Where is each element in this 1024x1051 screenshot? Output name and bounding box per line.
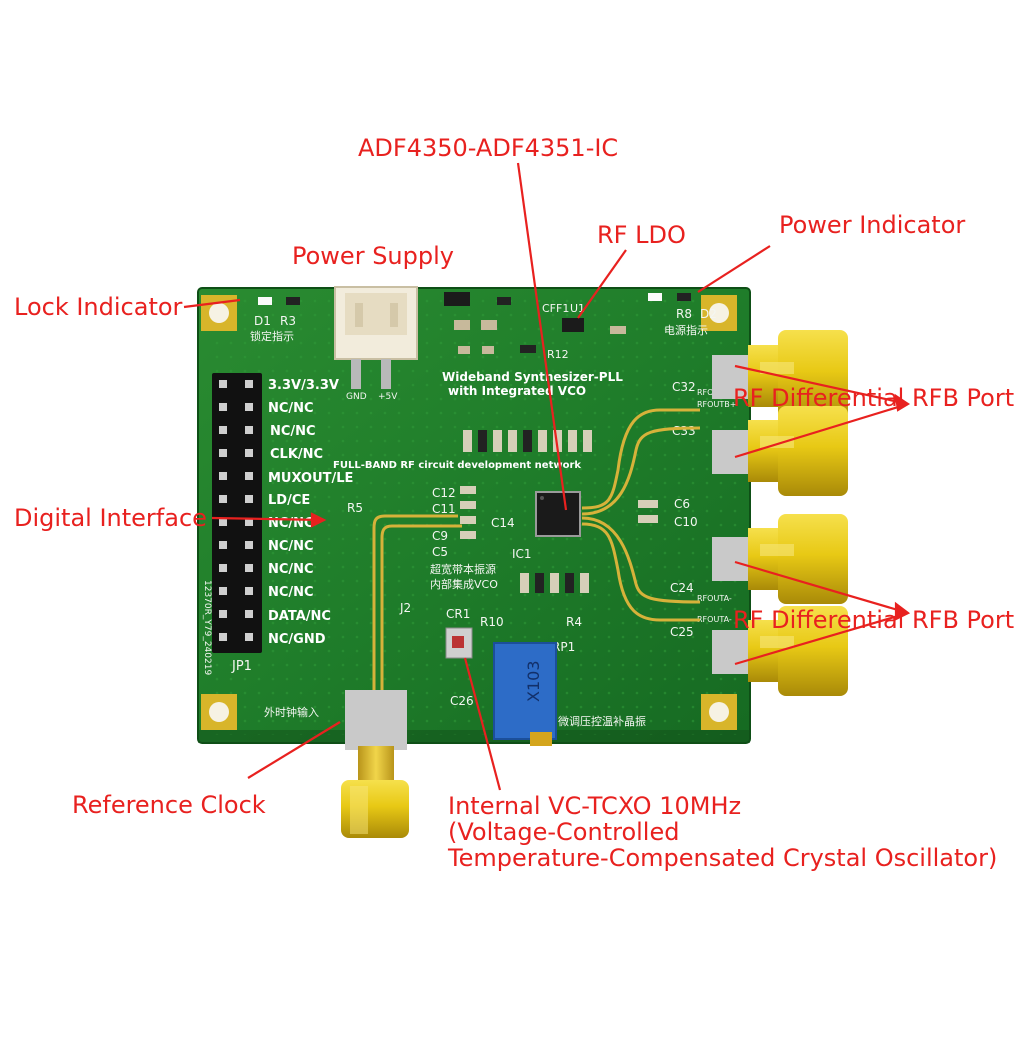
passive-array	[460, 430, 658, 593]
svg-text:+5V: +5V	[378, 392, 398, 402]
svg-text:with Integrated VCO: with Integrated VCO	[448, 384, 586, 398]
svg-text:微调压控温补晶振: 微调压控温补晶振	[558, 714, 646, 728]
pin-label: NC/NC	[268, 585, 314, 600]
svg-text:C25: C25	[670, 625, 694, 639]
svg-text:C6: C6	[674, 497, 690, 511]
vctcxo-callout: Internal VC-TCXO 10MHz (Voltage-Controll…	[448, 792, 998, 872]
svg-text:D2: D2	[700, 307, 717, 321]
pin-label: NC/NC	[268, 401, 314, 416]
mounting-holes	[201, 295, 737, 730]
svg-text:GND: GND	[346, 392, 367, 402]
svg-text:C26: C26	[450, 694, 474, 708]
svg-text:C14: C14	[491, 516, 515, 530]
svg-text:R8: R8	[676, 307, 692, 321]
power-supply-callout: Power Supply	[292, 242, 454, 270]
svg-text:外时钟输入: 外时钟输入	[264, 705, 319, 719]
trimmer-pot: X103	[493, 642, 557, 746]
rf-port-callout-bottom: RF Differential RFB Port	[733, 606, 1015, 634]
svg-text:JP1: JP1	[231, 659, 252, 674]
svg-text:R4: R4	[566, 615, 582, 629]
pin-label: NC/NC	[268, 562, 314, 577]
svg-text:C33: C33	[672, 424, 696, 438]
svg-text:C9: C9	[432, 529, 448, 543]
svg-text:C12: C12	[432, 486, 456, 500]
svg-text:D1: D1	[254, 314, 271, 328]
sma-connectors-right	[712, 330, 848, 696]
svg-text:RFOUTA-: RFOUTA-	[697, 615, 732, 624]
svg-text:RFOUTA-: RFOUTA-	[697, 594, 732, 603]
pin-label: DATA/NC	[268, 609, 331, 624]
pin-label: NC/NC	[270, 424, 316, 439]
pot-code: X103	[524, 661, 543, 703]
svg-text:C5: C5	[432, 545, 448, 559]
reference-clock-callout: Reference Clock	[72, 791, 266, 819]
svg-text:FULL-BAND RF circuit developme: FULL-BAND RF circuit development network	[333, 460, 581, 471]
svg-text:C11: C11	[432, 502, 456, 516]
svg-text:C24: C24	[670, 581, 694, 595]
lock-indicator-callout: Lock Indicator	[14, 293, 183, 321]
svg-text:Wideband Synthesizer-PLL: Wideband Synthesizer-PLL	[442, 370, 623, 384]
svg-text:RFOUTB+: RFOUTB+	[697, 400, 736, 409]
sma-connector-bottom	[341, 690, 409, 838]
adf4350-chip	[535, 491, 581, 537]
pin-label: CLK/NC	[270, 447, 323, 462]
svg-text:R5: R5	[347, 501, 363, 515]
crystal-oscillator	[445, 627, 473, 659]
svg-text:电源指示: 电源指示	[664, 323, 708, 337]
pin-label: NC/NC	[268, 539, 314, 554]
pin-label: LD/CE	[268, 493, 310, 508]
digital-interface-callout: Digital Interface	[14, 504, 207, 532]
svg-text:C10: C10	[674, 515, 698, 529]
svg-text:12370R_Y79_240219: 12370R_Y79_240219	[202, 580, 212, 675]
svg-text:R12: R12	[547, 348, 569, 361]
rf-traces	[372, 408, 701, 700]
callout-arrows	[183, 162, 911, 791]
svg-text:J2: J2	[399, 601, 411, 615]
power-indicator-callout: Power Indicator	[779, 211, 966, 239]
board-silkscreen: D1 R3 R8 D2 CFF1 U1 R12 C32 C33 C6 C10 C…	[202, 302, 736, 728]
svg-text:CFF1: CFF1	[542, 302, 569, 315]
svg-text:锁定指示: 锁定指示	[250, 329, 294, 343]
power-connector	[334, 286, 418, 389]
svg-text:内部集成VCO: 内部集成VCO	[430, 577, 498, 591]
pin-label: 3.3V/3.3V	[268, 378, 339, 393]
ic-callout: ADF4350-ADF4351-IC	[358, 134, 619, 162]
svg-text:IC1: IC1	[512, 547, 532, 561]
pin-label: NC/GND	[268, 632, 326, 647]
svg-text:R10: R10	[480, 615, 504, 629]
svg-text:RP1: RP1	[552, 640, 575, 654]
rf-port-callout-top: RF Differential RFB Port	[733, 384, 1015, 412]
rf-ldo-callout: RF LDO	[597, 221, 686, 249]
pin-header	[212, 373, 262, 653]
svg-text:超宽带本振源: 超宽带本振源	[430, 562, 496, 576]
svg-text:R3: R3	[280, 314, 296, 328]
svg-text:CR1: CR1	[446, 607, 470, 621]
pin-label: MUXOUT/LE	[268, 471, 353, 486]
svg-text:C32: C32	[672, 380, 696, 394]
top-components	[258, 292, 691, 354]
